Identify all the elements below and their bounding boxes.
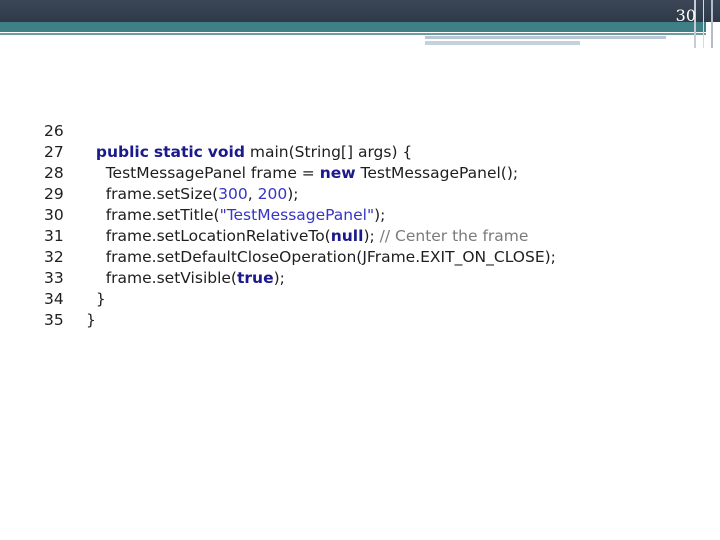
code-line: 27 public static void main(String[] args… (44, 141, 704, 162)
code-token: frame.setSize( (105, 184, 219, 203)
decorative-vertical-line (703, 0, 704, 48)
code-token: } (86, 310, 96, 329)
line-number: 29 (44, 184, 64, 203)
header-bar (0, 0, 720, 22)
header-divider (0, 33, 706, 35)
code-token: TestMessagePanel(); (355, 163, 519, 182)
header-accent-bar (0, 22, 706, 32)
code-line: 26 (44, 120, 704, 141)
code-token: true (236, 268, 274, 287)
decorative-vertical-line (694, 0, 696, 48)
code-indent (86, 290, 96, 308)
code-indent (86, 143, 96, 161)
code-indent (86, 227, 106, 245)
line-number: 26 (44, 121, 64, 140)
code-text: } (86, 290, 106, 308)
code-line: 30 frame.setTitle("TestMessagePanel"); (44, 204, 704, 225)
code-token: frame.setDefaultCloseOperation(JFrame.EX… (105, 247, 556, 266)
code-token: null (330, 226, 364, 245)
code-line: 33 frame.setVisible(true); (44, 267, 704, 288)
line-number: 28 (44, 163, 64, 182)
code-token: ); (273, 268, 285, 287)
code-token: static (153, 142, 203, 161)
code-line: 31 frame.setLocationRelativeTo(null); //… (44, 225, 704, 246)
code-token: ); (287, 184, 299, 203)
line-number: 33 (44, 268, 64, 287)
code-token: frame.setVisible( (105, 268, 237, 287)
code-token: new (319, 163, 356, 182)
code-token: public (95, 142, 149, 161)
code-text: frame.setTitle("TestMessagePanel"); (86, 205, 386, 224)
code-line: 35} (44, 309, 704, 330)
code-indent (86, 164, 106, 182)
line-number: 31 (44, 226, 64, 245)
code-text: frame.setSize(300, 200); (86, 185, 299, 203)
code-indent (86, 248, 106, 266)
code-line: 34 } (44, 288, 704, 309)
code-text: TestMessagePanel frame = new TestMessage… (86, 164, 518, 182)
code-token: frame.setLocationRelativeTo( (105, 226, 331, 245)
code-token: TestMessagePanel frame = (105, 163, 320, 182)
decorative-stripe (425, 41, 580, 45)
line-number: 32 (44, 247, 64, 266)
code-token: main(String[] args) { (244, 142, 413, 161)
code-indent (86, 206, 106, 224)
line-number: 35 (44, 310, 64, 329)
line-number: 34 (44, 289, 64, 308)
code-token: void (207, 142, 245, 161)
code-token: // Center the frame (379, 226, 529, 245)
code-token: 200 (257, 184, 288, 203)
code-token: ); (363, 226, 380, 245)
code-token: } (95, 289, 106, 308)
slide-number: 30 (675, 6, 696, 25)
code-token: "TestMessagePanel" (219, 205, 375, 224)
code-token: ); (374, 205, 386, 224)
decorative-stripe (425, 36, 666, 39)
line-number: 27 (44, 142, 64, 161)
code-token: frame.setTitle( (105, 205, 220, 224)
code-text: frame.setVisible(true); (86, 269, 285, 287)
decorative-vertical-line (711, 0, 713, 48)
code-token: 300 (218, 184, 248, 203)
code-indent (86, 185, 106, 203)
code-line: 32 frame.setDefaultCloseOperation(JFrame… (44, 246, 704, 267)
line-number: 30 (44, 205, 64, 224)
code-token: , (247, 184, 258, 203)
code-text: frame.setLocationRelativeTo(null); // Ce… (86, 226, 529, 245)
code-indent (86, 269, 106, 287)
code-text: frame.setDefaultCloseOperation(JFrame.EX… (86, 248, 556, 266)
code-text: public static void main(String[] args) { (86, 143, 412, 161)
code-line: 28 TestMessagePanel frame = new TestMess… (44, 162, 704, 183)
code-line: 29 frame.setSize(300, 200); (44, 183, 704, 204)
code-text: } (86, 311, 96, 329)
